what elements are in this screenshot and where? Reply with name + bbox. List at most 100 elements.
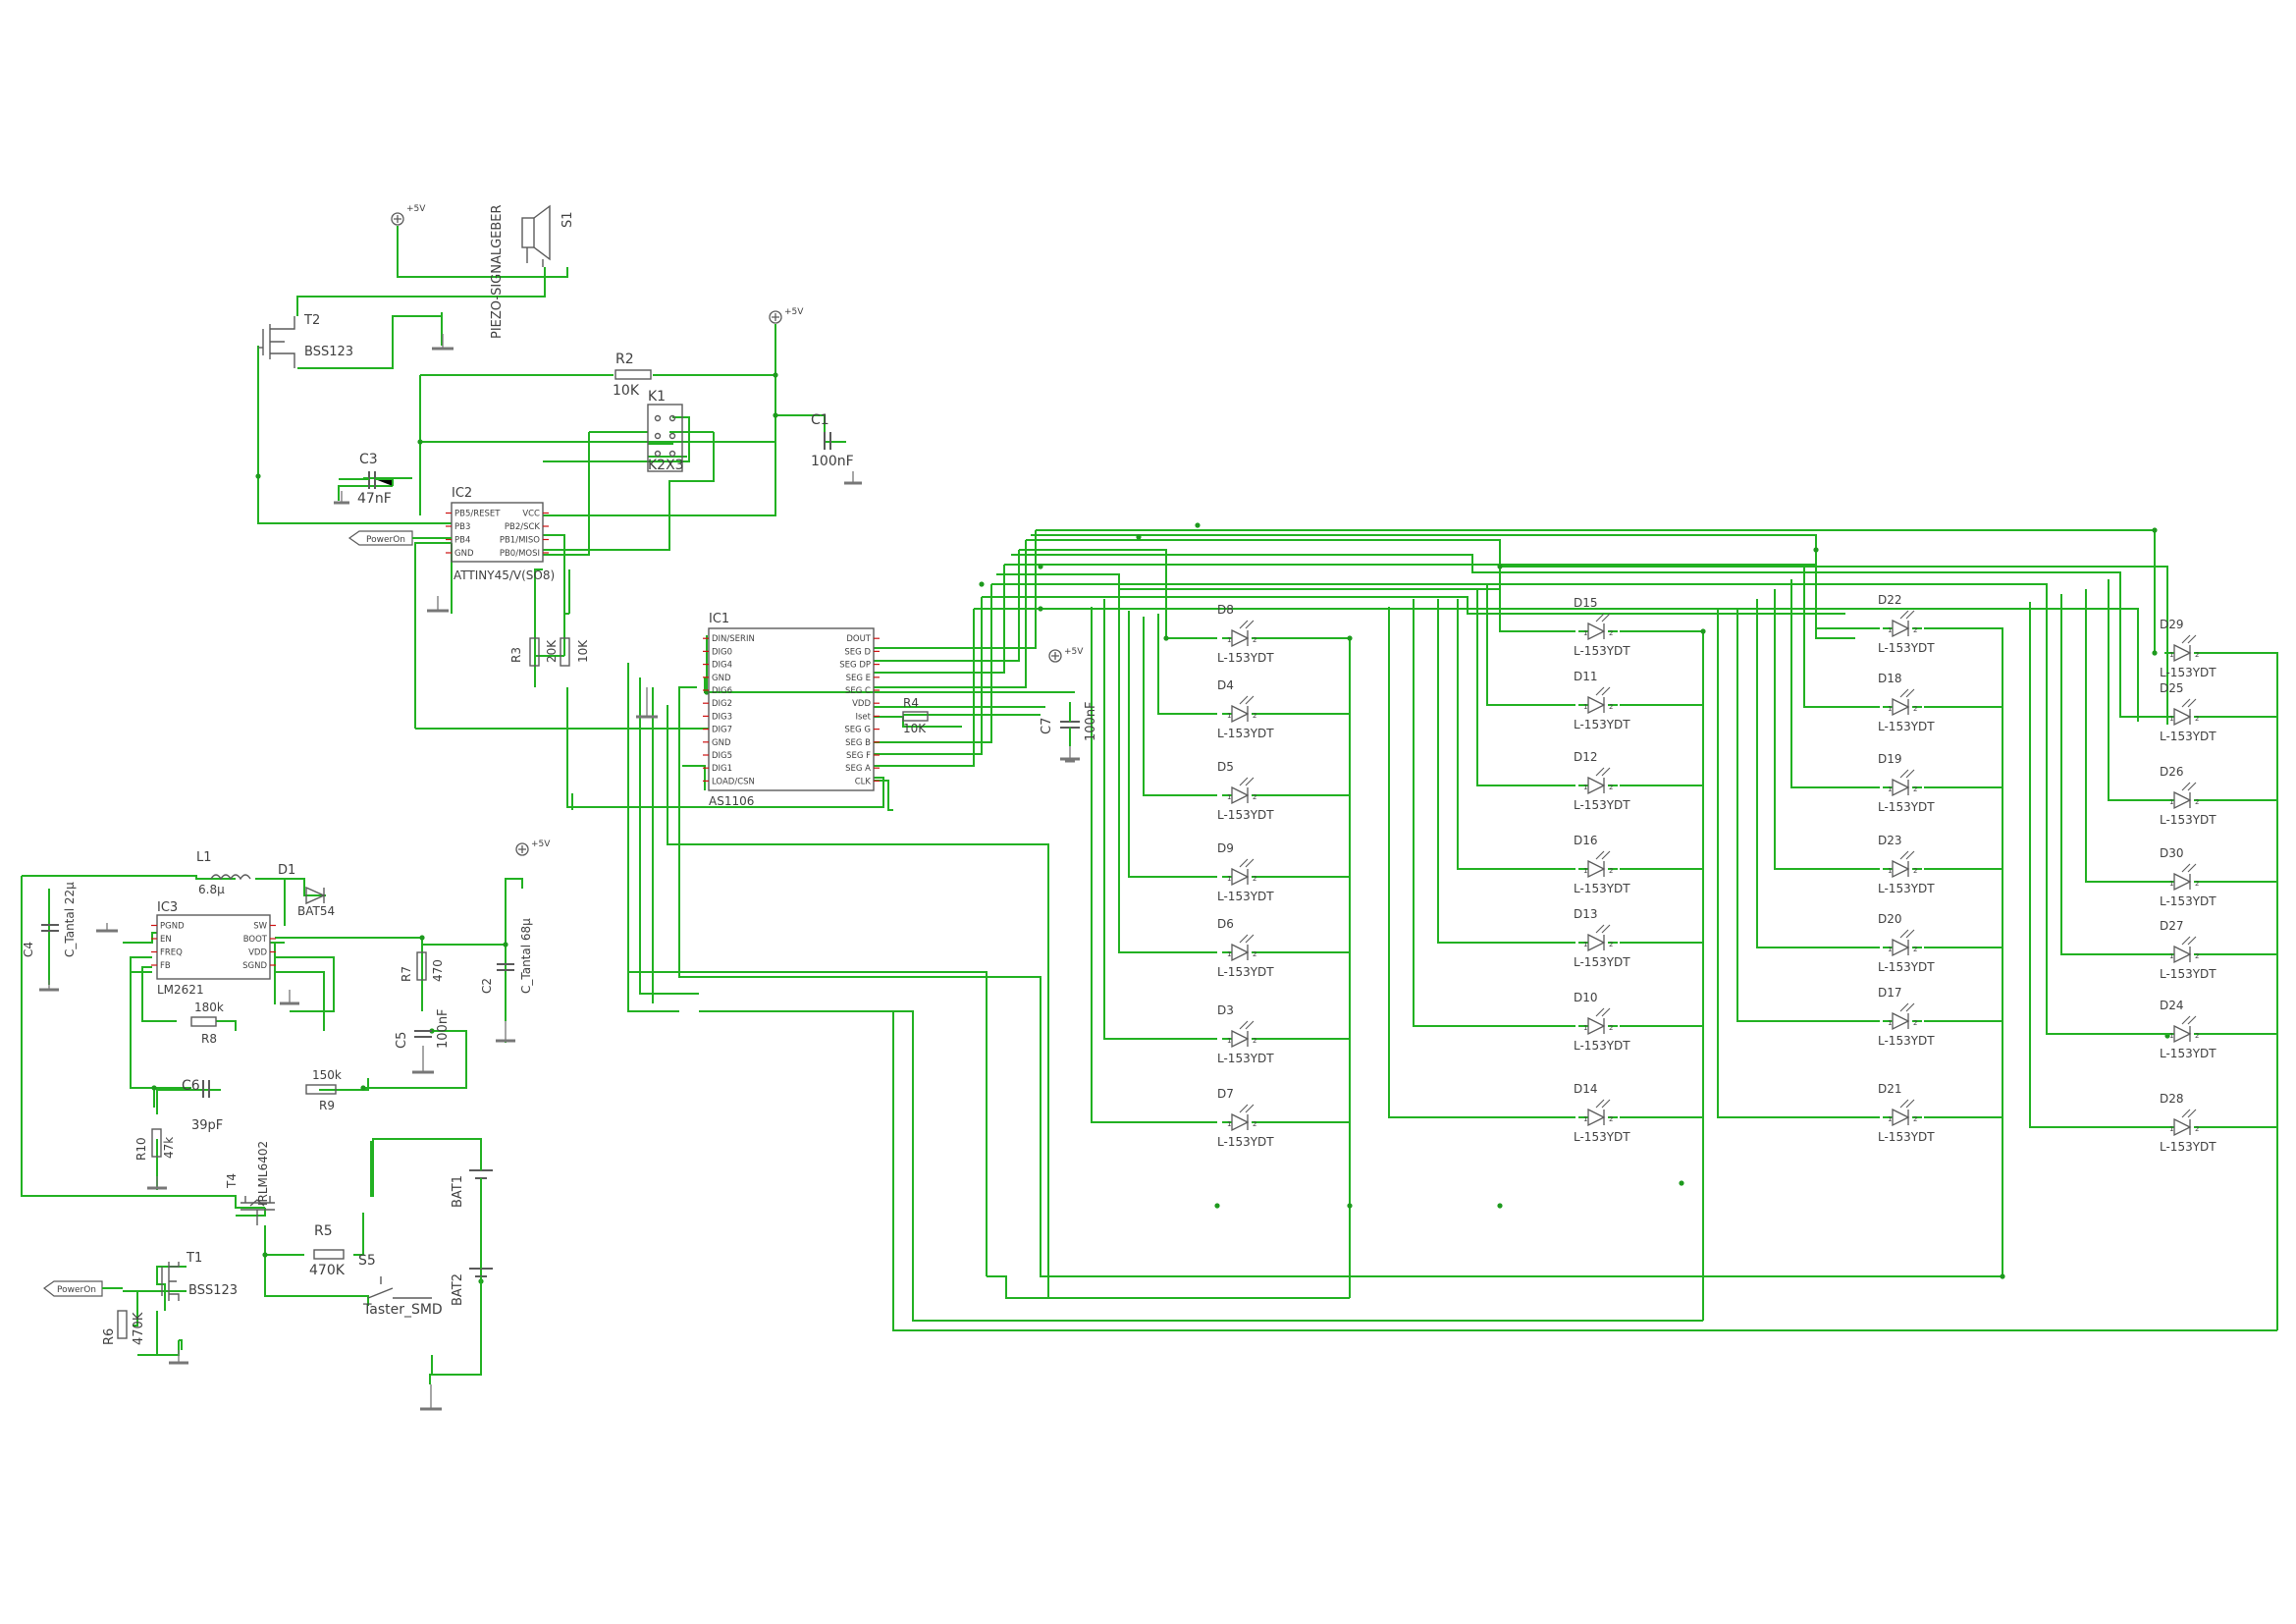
led-value: L-153YDT [1878,1130,1935,1144]
component-r6 [117,1310,128,1339]
led-ref: D17 [1878,986,1902,1000]
pin-label: PGND [160,922,185,932]
svg-text:PowerOn: PowerOn [366,535,405,545]
pin-label: SEG E [846,674,871,683]
component-bat [469,1144,493,1316]
pin-number: 2 [1253,636,1256,644]
led-ref: D24 [2160,999,2184,1012]
c6-value: 39pF [191,1118,223,1133]
t1-value: BSS123 [188,1283,238,1298]
pin-number: 2 [2195,880,2199,888]
c2-ref: C2 [480,978,494,994]
led-ref: D26 [2160,765,2184,779]
led-ref: D8 [1217,603,1234,617]
led-value: L-153YDT [1217,1052,1274,1065]
r10-ref: R10 [134,1137,148,1161]
t4-ref: T4 [225,1173,239,1189]
pin-label: VCC [522,510,540,519]
component-d1 [305,886,326,905]
pin-label: DIG3 [712,712,732,722]
r9-value: 150k [312,1068,342,1082]
r-ic2-value: 10K [576,639,590,663]
r4-ref: R4 [903,696,919,710]
pin-number: 1 [1888,946,1892,953]
pin-label: FB [160,961,171,971]
bat1-ref: BAT1 [451,1175,465,1208]
led-value: L-153YDT [2160,1047,2216,1060]
led-ref: D3 [1217,1003,1234,1017]
pin-label: DIG6 [712,686,732,696]
pin-number: 2 [1913,946,1917,953]
c5-ref: C5 [395,1032,409,1049]
bat2-ref: BAT2 [451,1273,465,1306]
led-ref: D10 [1574,991,1598,1004]
l1-value: 6.8µ [198,883,225,896]
r3-ref: R3 [509,647,523,663]
led-ref: D23 [1878,834,1902,847]
led-value: L-153YDT [1878,960,1935,974]
d1-value: BAT54 [297,904,335,918]
r7-ref: R7 [400,966,413,982]
led-ref: D27 [2160,919,2184,933]
c7-ref: C7 [1040,718,1054,734]
pin-label: PB0/MOSI [500,549,540,559]
poweron-flag-2: PowerOn [42,1280,103,1297]
pin-number: 2 [1913,1115,1917,1123]
led-value: L-153YDT [2160,813,2216,827]
pin-label: PB3 [454,522,470,532]
pin-label: GND [712,674,731,683]
pin-number: 1 [1583,629,1587,637]
pin-number: 2 [2195,1125,2199,1133]
vcc-label-1: +5V [406,204,426,214]
led-ref: D9 [1217,841,1234,855]
vcc-symbol-2 [769,310,782,324]
pin-number: 2 [1609,1024,1613,1032]
ic3-ref: IC3 [157,900,178,915]
component-c5 [414,1030,432,1038]
r2-value: 10K [613,383,640,399]
pin-label: EN [160,935,172,945]
led-ref: D21 [1878,1082,1902,1096]
c7-value: 100nF [1084,701,1098,741]
pin-number: 2 [2195,651,2199,659]
led-ref: D25 [2160,681,2184,695]
r7-value: 470 [431,959,445,982]
t2-ref: T2 [303,313,320,328]
pin-label: PB2/SCK [505,522,541,532]
c2-value: C_Tantal 68µ [519,918,533,994]
s1-ref: S1 [561,211,575,228]
pin-number: 2 [2195,715,2199,723]
pin-number: 1 [1888,867,1892,875]
led-value: L-153YDT [2160,1140,2216,1154]
pin-label: DIG5 [712,751,732,761]
ic2-value: ATTINY45/V(SO8) [454,568,555,582]
pin-number: 2 [1609,629,1613,637]
pin-label: SEG C [845,686,871,696]
pin-number: 1 [2169,651,2173,659]
component-t1 [161,1262,180,1301]
d1-ref: D1 [278,863,295,878]
pin-number: 1 [1227,1120,1231,1128]
poweron-flag-1: PowerOn [347,530,413,546]
pin-label: Iset [856,712,872,722]
led-ref: D16 [1574,834,1598,847]
led-ref: D22 [1878,593,1902,607]
c6-ref: C6 [182,1078,200,1094]
pin-number: 2 [2195,952,2199,960]
pin-label: SEG B [845,738,871,748]
component-r7 [416,951,427,981]
t4-value: IRLML6402 [256,1141,270,1206]
component-t4 [240,1196,275,1225]
pin-label: DIG1 [712,764,732,774]
